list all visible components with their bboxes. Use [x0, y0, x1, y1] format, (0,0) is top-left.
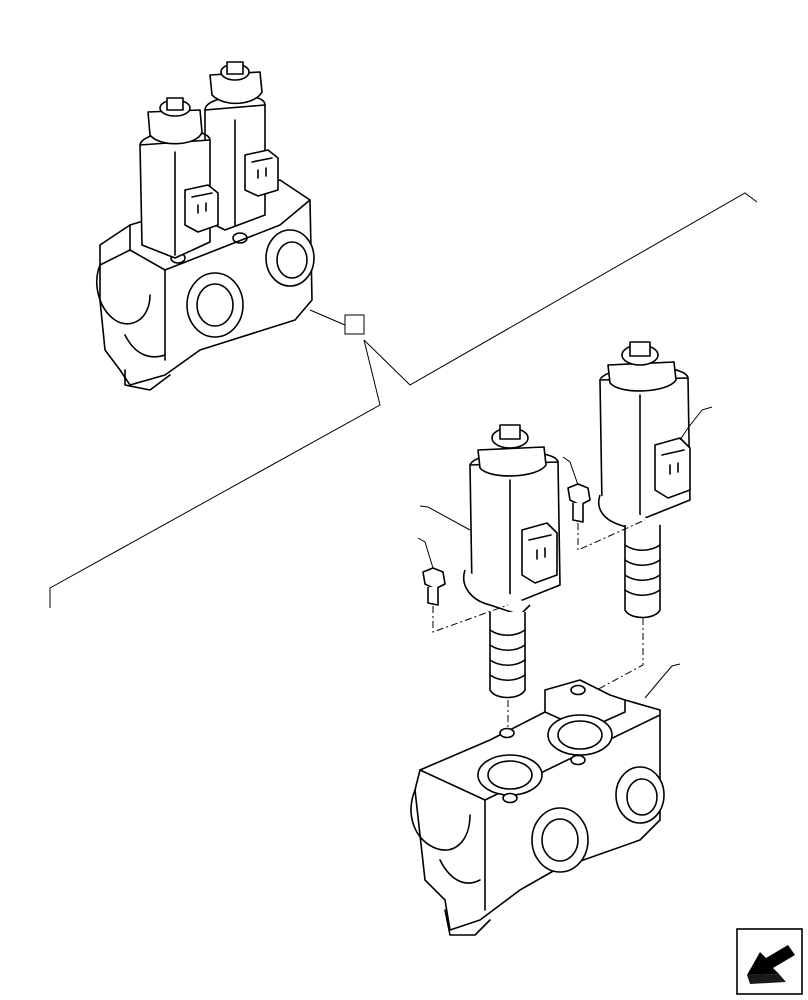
bolt-left [422, 567, 446, 606]
next-page-arrow-icon[interactable] [736, 928, 803, 995]
callout-4 [644, 663, 681, 699]
callout-2-left [417, 537, 434, 569]
callout-2-right [562, 456, 579, 486]
solenoid-left [463, 424, 561, 699]
valve-body [410, 679, 665, 936]
callout-3-right [679, 406, 713, 441]
bolt-right [567, 483, 591, 523]
callout-1 [49, 192, 758, 608]
assembled-valve-illustration [96, 61, 315, 391]
callout-3-left [419, 505, 471, 531]
solenoid-right [598, 341, 691, 619]
